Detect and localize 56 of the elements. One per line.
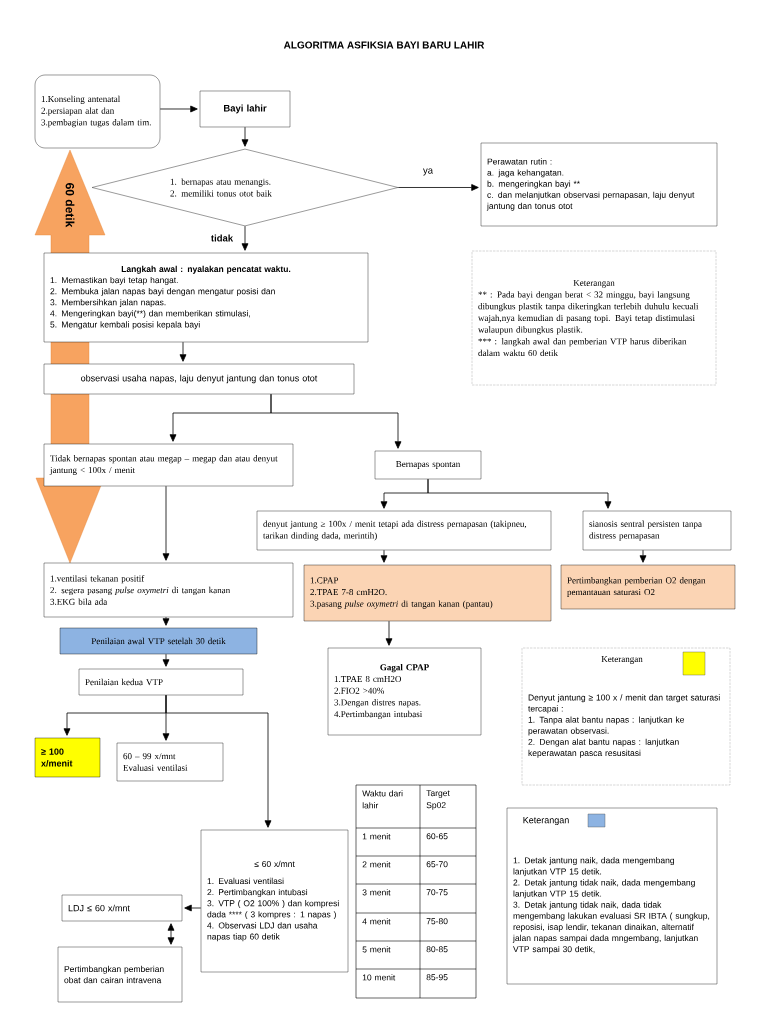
- edge-label: ya: [422, 167, 434, 177]
- table-cell: 80-85: [426, 946, 448, 953]
- process-box: 1.CPAP 2.TPAE 7-8 cmH2O. 3.pasang pulse oxymetri di tangan kanan (pantau): [303, 564, 552, 622]
- arrow: [162, 485, 170, 561]
- process-box: 60 – 99 x/mnt Evaluasi ventilasi: [116, 742, 224, 782]
- arrow: [184, 904, 202, 912]
- table-cell: 70-75: [426, 889, 448, 896]
- process-box: observasi usaha napas, laju denyut jantung dan tonus otot: [43, 363, 355, 395]
- process-box: Pertimbangkan pemberian O2 dengan pemantauan saturasi O2: [560, 564, 736, 610]
- arrow: [639, 549, 647, 563]
- table-cell: 10 menit: [362, 974, 396, 981]
- arrow: [380, 549, 388, 563]
- table-cell: 65-70: [426, 861, 448, 868]
- edge-label: tidak: [209, 233, 235, 243]
- table-cell: 5 menit: [362, 946, 391, 953]
- process-box: Bernapas spontan: [374, 450, 482, 480]
- arrow: [270, 393, 402, 449]
- process-box: Perawatan rutin : a. jaga kehangatan. b. mengeringkan bayi ** c. dan melanjutkan observasi pernapasan, laju denyut jantung dan tonus otot: [480, 142, 718, 227]
- arrow: [167, 923, 175, 945]
- process-box: ≤ 60 x/mnt 1. Evaluasi ventilasi 2. Pertimbangkan intubasi 3. VTP ( O2 100% ) dan kompresi dada **** ( 3 kompres : 1 napas ) 4. Observasi LDJ dan usaha napas tiap 60 detik: [200, 829, 349, 973]
- arrow: [241, 126, 249, 147]
- arrow: [179, 341, 187, 362]
- process-box: sianosis sentral persisten tanpa distress pernapasan: [582, 510, 732, 551]
- process-box: Pertimbangkan pemberian obat dan cairan intravena: [57, 946, 183, 1003]
- process-box: Tidak bernapas spontan atau megap – megap dan atau denyut jantung < 100x / menit: [43, 443, 294, 487]
- table-cell: Target Sp02: [426, 790, 450, 810]
- table-cell: 2 menit: [362, 861, 391, 868]
- process-box: Gagal CPAP 1.TPAE 8 cmH2O 2.FIO2 >40% 3.Dengan distres napas. 4.Pertimbangan intubasi: [327, 647, 482, 736]
- process-box: Bayi lahir: [199, 90, 291, 128]
- table-cell: 4 menit: [362, 918, 391, 925]
- arrow: [162, 616, 170, 626]
- process-box: denyut jantung ≥ 100x / menit tetapi ada distress pernapasan (takipneu, tarikan dinding dada, merintih): [256, 510, 552, 551]
- table-cell: 3 menit: [362, 889, 391, 896]
- arrow: [427, 478, 612, 509]
- table-cell: Waktu dari lahir: [362, 790, 403, 809]
- table-cell: 85-95: [426, 974, 448, 981]
- arrow: [397, 184, 479, 191]
- process-box: Penilaian kedua VTP: [78, 668, 244, 696]
- process-box: Penilaian awal VTP setelah 30 detik: [59, 627, 258, 655]
- arrow: [159, 105, 198, 113]
- title: ALGORITMA ASFIKSIA BAYI BARU LAHIR: [283, 41, 485, 49]
- arrow: [385, 620, 393, 646]
- process-box: LDJ ≤ 60 x/mnt: [61, 894, 183, 922]
- table-cell: 60-65: [426, 833, 448, 840]
- arrow: [162, 653, 170, 667]
- table-cell: 1 menit: [362, 833, 391, 840]
- table-cell: 75-80: [426, 918, 448, 925]
- legend-label: Keterangan: [523, 817, 569, 826]
- process-box: ≥ 100 x/menit: [34, 737, 101, 778]
- process-box: 1.ventilasi tekanan positif 2. segera pasang pulse oxymetri di tangan kanan 3.EKG bila ada: [43, 562, 294, 618]
- process-box: Langkah awal : nyalakan pencatat waktu. 1. Memastikan bayi tetap hangat. 2. Membuka jalan napas bayi dengan mengatur posisi dan 3. Membersihkan jalan napas. 4. Mengeringkan bayi(**) dan memberikan stimulasi, 5. Mengatur kembali posisi kepala bayi: [43, 252, 369, 343]
- legend-label: Keterangan: [601, 656, 643, 664]
- arrow: [165, 694, 272, 828]
- preparation-box: 1.Konseling antenatal 2.persiapan alat dan 3.pembagian tugas dalam tim.: [34, 74, 161, 149]
- arrow: [241, 225, 249, 251]
- note-box: Keterangan ** : Pada bayi dengan berat < 32 minggu, bayi langsung dibungkus plastik tanpa dikeringkan terlebih duhulu kecuali wajah,nya kemudian di pasang topi. Bayi tetap distimulasi walaupun dibungkus plastik. *** : langkah awal dan pemberian VTP harus diberikan dalam waktu 60 detik: [471, 250, 717, 386]
